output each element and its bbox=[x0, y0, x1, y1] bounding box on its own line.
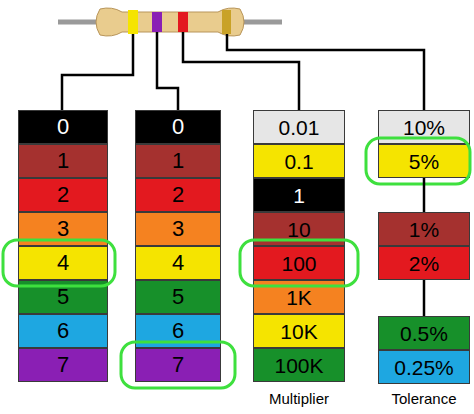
code-value: 100 bbox=[281, 253, 316, 274]
color-band bbox=[152, 12, 162, 32]
code-value: 1% bbox=[409, 219, 439, 240]
selection-highlight bbox=[366, 138, 470, 184]
color-code-cell: 1 bbox=[135, 144, 221, 178]
column-label: Multiplier bbox=[269, 391, 329, 406]
code-value: 0.1 bbox=[284, 151, 313, 172]
color-code-cell: 5 bbox=[135, 280, 221, 314]
band-wire bbox=[227, 34, 424, 110]
code-value: 1 bbox=[57, 150, 69, 172]
band-wire bbox=[183, 32, 299, 110]
code-value: 7 bbox=[172, 354, 184, 376]
code-value: 2 bbox=[57, 184, 69, 206]
color-code-cell: 4 bbox=[135, 246, 221, 280]
selection-highlight bbox=[240, 240, 358, 286]
color-code-cell: 0 bbox=[135, 110, 221, 144]
code-value: 7 bbox=[57, 354, 69, 376]
color-code-cell: 3 bbox=[135, 212, 221, 246]
color-code-cell: 0.01 bbox=[253, 110, 345, 144]
color-code-cell: 0 bbox=[18, 110, 108, 144]
color-code-cell: 4 bbox=[18, 246, 108, 280]
code-value: 1 bbox=[172, 150, 184, 172]
color-code-cell: 2% bbox=[378, 246, 470, 280]
code-value: 2 bbox=[172, 184, 184, 206]
code-value: 5 bbox=[172, 286, 184, 308]
color-band bbox=[222, 10, 231, 34]
code-value: 3 bbox=[172, 218, 184, 240]
color-code-cell: 7 bbox=[135, 348, 221, 382]
code-value: 0 bbox=[172, 116, 184, 138]
code-value: 5 bbox=[57, 286, 69, 308]
color-code-cell: 1 bbox=[253, 178, 345, 212]
color-code-cell: 100 bbox=[253, 246, 345, 280]
code-value: 5% bbox=[409, 151, 439, 172]
group-link bbox=[423, 280, 426, 316]
code-value: 100K bbox=[274, 355, 323, 376]
band-wire bbox=[62, 34, 133, 110]
code-value: 1K bbox=[286, 287, 312, 308]
code-value: 0.5% bbox=[400, 323, 448, 344]
color-code-cell: 7 bbox=[18, 348, 108, 382]
selection-highlight bbox=[121, 342, 235, 388]
resistor-body bbox=[96, 8, 244, 36]
color-band bbox=[128, 10, 138, 34]
code-value: 0.01 bbox=[279, 117, 320, 138]
code-value: 2% bbox=[409, 253, 439, 274]
color-code-cell: 5% bbox=[378, 144, 470, 178]
code-value: 0 bbox=[57, 116, 69, 138]
color-code-cell: 0.1 bbox=[253, 144, 345, 178]
color-code-cell: 2 bbox=[135, 178, 221, 212]
selection-highlight bbox=[3, 240, 115, 286]
code-value: 6 bbox=[172, 320, 184, 342]
code-value: 10K bbox=[280, 321, 317, 342]
band-wire bbox=[157, 32, 178, 110]
code-value: 10 bbox=[287, 219, 310, 240]
code-value: 6 bbox=[57, 320, 69, 342]
code-value: 3 bbox=[57, 218, 69, 240]
color-code-cell: 0.5% bbox=[378, 316, 470, 350]
code-value: 10% bbox=[403, 117, 445, 138]
code-value: 4 bbox=[172, 252, 184, 274]
code-value: 1 bbox=[293, 185, 305, 206]
color-code-cell: 0.25% bbox=[378, 350, 470, 384]
code-value: 0.25% bbox=[394, 357, 454, 378]
code-value: 4 bbox=[57, 252, 69, 274]
group-link bbox=[423, 178, 426, 212]
color-band bbox=[178, 12, 188, 32]
color-code-cell: 100K bbox=[253, 348, 345, 382]
color-code-cell: 1% bbox=[378, 212, 470, 246]
color-code-cell: 2 bbox=[18, 178, 108, 212]
column-label: Tolerance bbox=[391, 391, 456, 406]
color-code-cell: 1 bbox=[18, 144, 108, 178]
color-code-cell: 10K bbox=[253, 314, 345, 348]
color-code-cell: 6 bbox=[18, 314, 108, 348]
